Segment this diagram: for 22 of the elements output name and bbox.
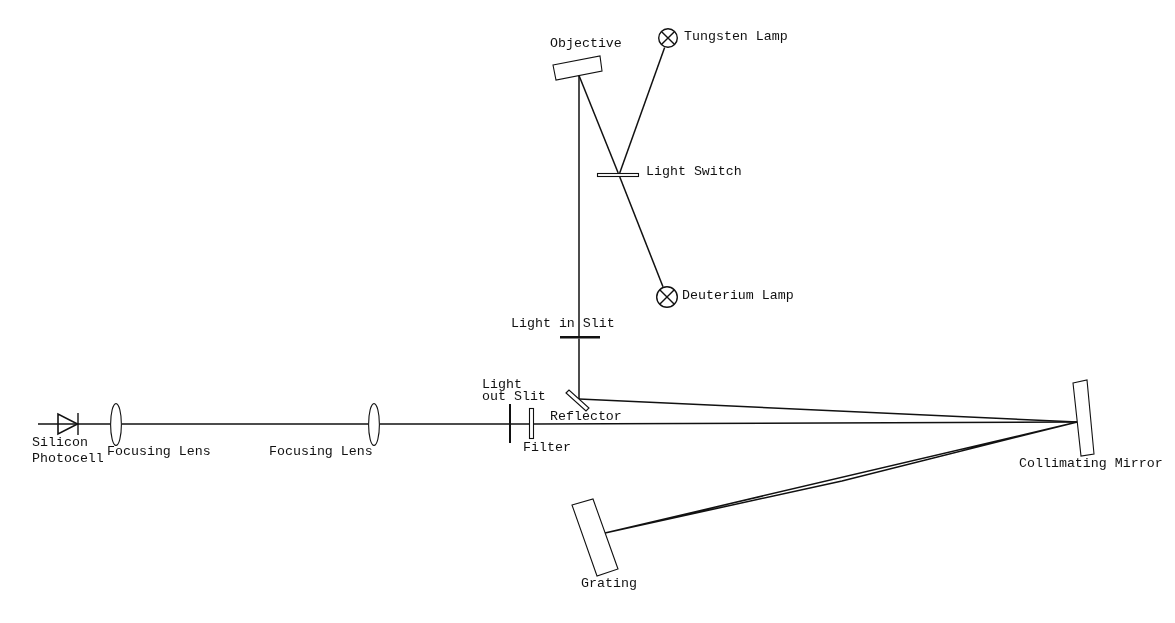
- light-ray: [121, 423, 369, 425]
- component-label: Collimating Mirror: [1019, 457, 1163, 471]
- component-label: Silicon Photocell: [32, 435, 105, 467]
- light-ray: [619, 176, 664, 288]
- component-label: Deuterium Lamp: [682, 289, 794, 303]
- component-label: Focusing Lens: [269, 445, 373, 459]
- component-label: Light out Slit: [482, 379, 547, 403]
- light-ray: [618, 46, 666, 174]
- component-label: Reflector: [550, 410, 622, 423]
- light-ray: [578, 74, 580, 337]
- component-label: Light in Slit: [511, 317, 615, 331]
- component-label: Focusing Lens: [107, 445, 211, 459]
- light-ray: [578, 74, 619, 174]
- component-label: Tungsten Lamp: [684, 30, 788, 44]
- light-ray: [379, 423, 510, 425]
- light-ray: [510, 423, 530, 425]
- component-label: Grating: [581, 577, 637, 591]
- component-label: Filter: [523, 441, 571, 455]
- component-label: Light Switch: [646, 165, 742, 179]
- light-ray: [578, 337, 580, 400]
- component-label: Objective: [550, 37, 622, 51]
- light-ray: [78, 423, 111, 425]
